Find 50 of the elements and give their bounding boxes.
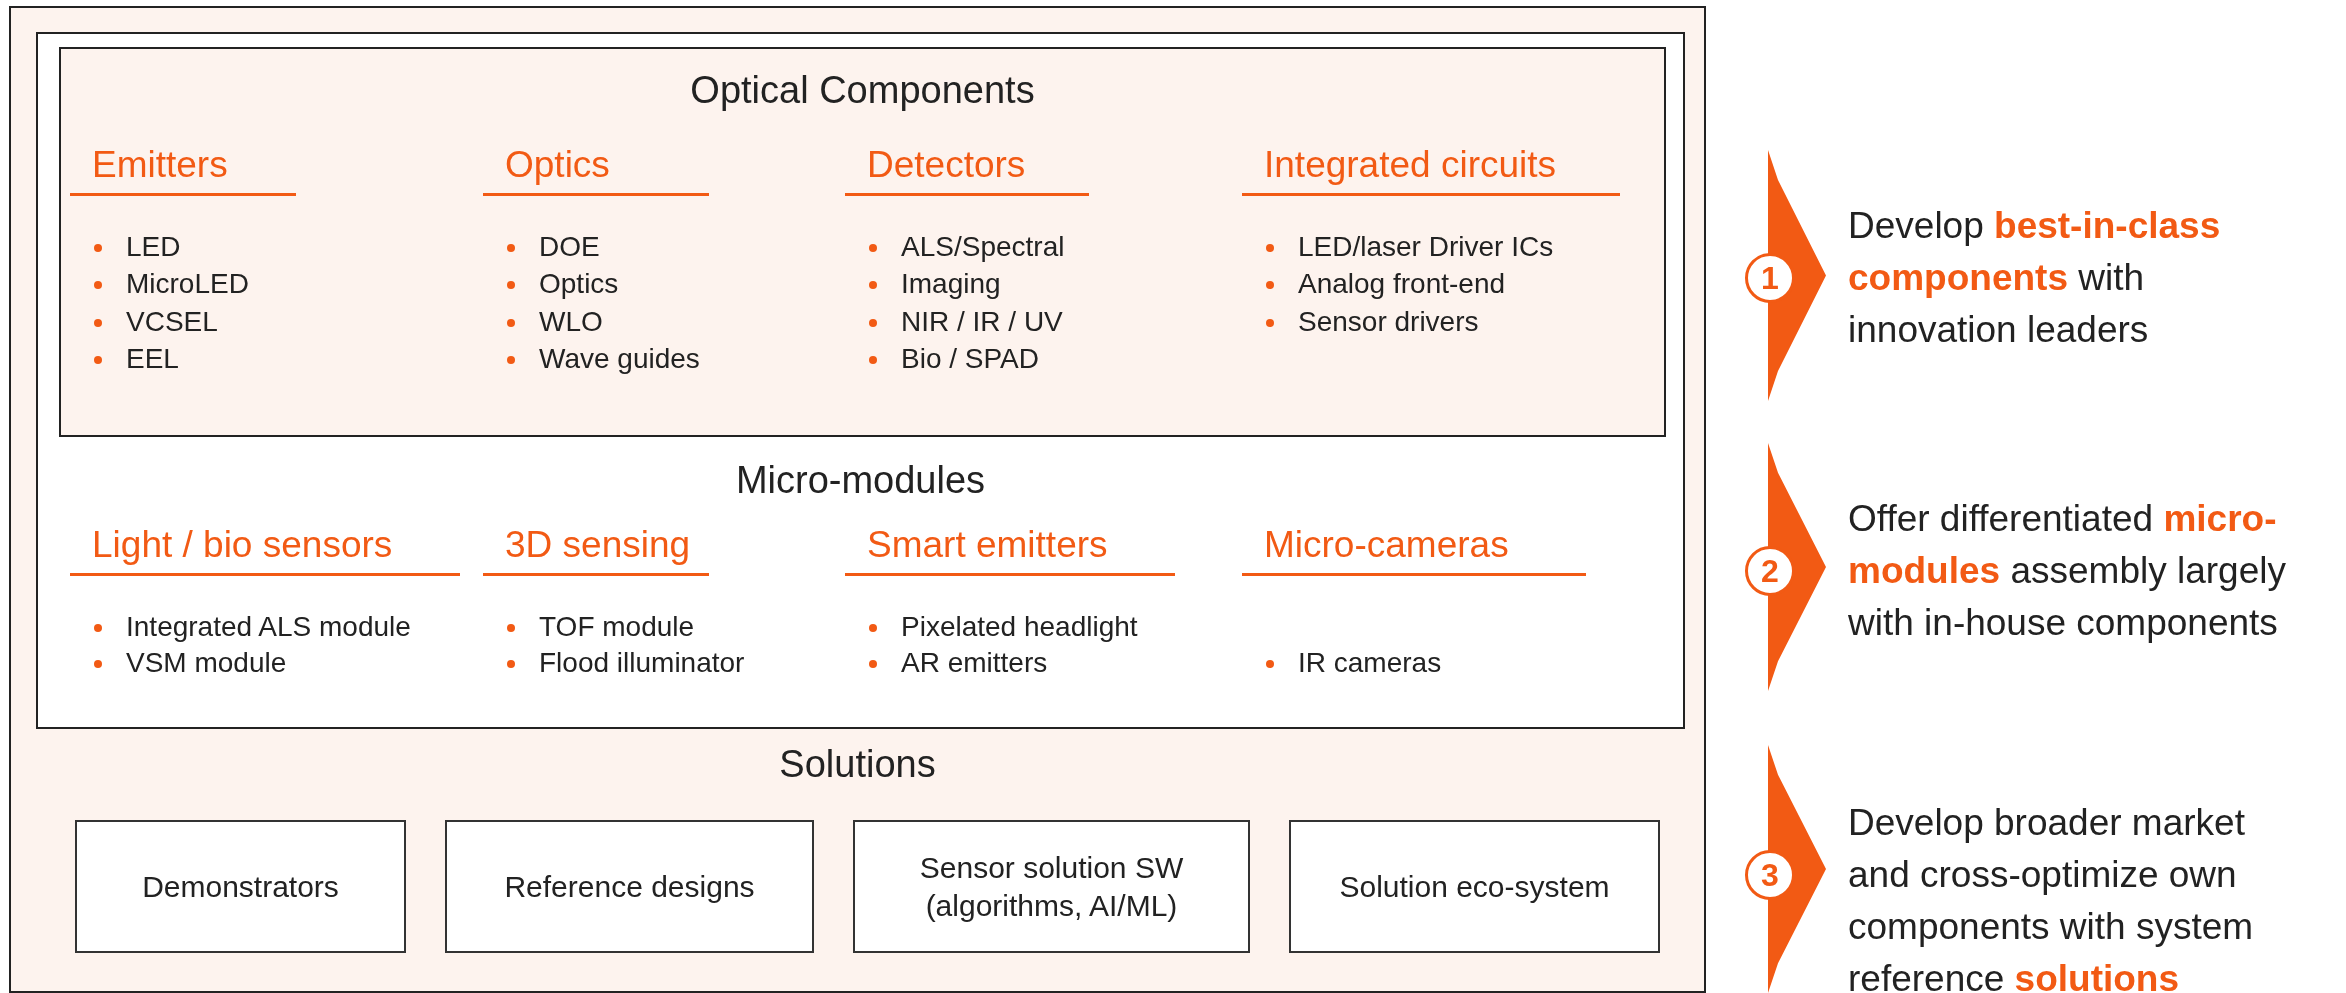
category-heading: Micro-cameras: [1242, 525, 1586, 576]
list-item: AR emitters: [901, 647, 1048, 678]
list-item: Sensor drivers: [1298, 306, 1479, 337]
solution-box: [853, 820, 1250, 953]
micro-modules-box: [36, 32, 1685, 729]
list-item: MicroLED: [126, 268, 249, 299]
list-item: LED: [126, 231, 181, 262]
box-label: Solution eco-system: [1339, 868, 1610, 905]
description-text: Offer differentiated micro-modules assembly largely with in-house components: [1848, 497, 2287, 645]
category-heading: 3D sensing: [483, 525, 709, 576]
list-item: WLO: [539, 306, 603, 337]
solution-box: [1289, 820, 1660, 953]
list-item: Bio / SPAD: [901, 343, 1039, 374]
solution-box: [75, 820, 406, 953]
section-heading: Micro-modules: [734, 459, 987, 502]
outer-panel: [9, 6, 1706, 993]
section-heading: Solutions: [778, 743, 937, 786]
box-label: Demonstrators: [142, 868, 339, 905]
step-number-circle: 3: [1745, 850, 1795, 900]
optical-components-box: [59, 47, 1666, 437]
category-heading: Emitters: [70, 145, 296, 196]
list-item: Integrated ALS module: [126, 611, 411, 642]
list-item: TOF module: [539, 611, 695, 642]
description-text: Develop best-in-class components with innovation leaders: [1848, 204, 2222, 352]
list-item: NIR / IR / UV: [901, 306, 1063, 337]
list-item: Pixelated headlight: [901, 611, 1138, 642]
list-item: IR cameras: [1298, 647, 1442, 678]
list-item: Wave guides: [539, 343, 700, 374]
section-heading: Optical Components: [689, 69, 1036, 112]
list-item: VCSEL: [126, 306, 218, 337]
box-label: Reference designs: [504, 868, 755, 905]
category-heading: Light / bio sensors: [70, 525, 460, 576]
list-item: LED/laser Driver ICs: [1298, 231, 1554, 262]
category-heading: Optics: [483, 145, 709, 196]
step-number-circle: 1: [1745, 253, 1795, 303]
list-item: Optics: [539, 268, 619, 299]
category-heading: Detectors: [845, 145, 1089, 196]
list-item: ALS/Spectral: [901, 231, 1065, 262]
list-item: Analog front-end: [1298, 268, 1506, 299]
category-heading: Smart emitters: [845, 525, 1175, 576]
description-text: Develop broader market and cross-optimize own components with system reference solutions: [1848, 801, 2255, 993]
list-item: Flood illuminator: [539, 647, 745, 678]
box-label: Sensor solution SW (algorithms, AI/ML): [918, 849, 1185, 924]
list-item: Imaging: [901, 268, 1001, 299]
list-item: VSM module: [126, 647, 287, 678]
category-heading: Integrated circuits: [1242, 145, 1620, 196]
list-item: DOE: [539, 231, 600, 262]
solution-box: [445, 820, 814, 953]
step-number-circle: 2: [1745, 546, 1795, 596]
list-item: EEL: [126, 343, 179, 374]
